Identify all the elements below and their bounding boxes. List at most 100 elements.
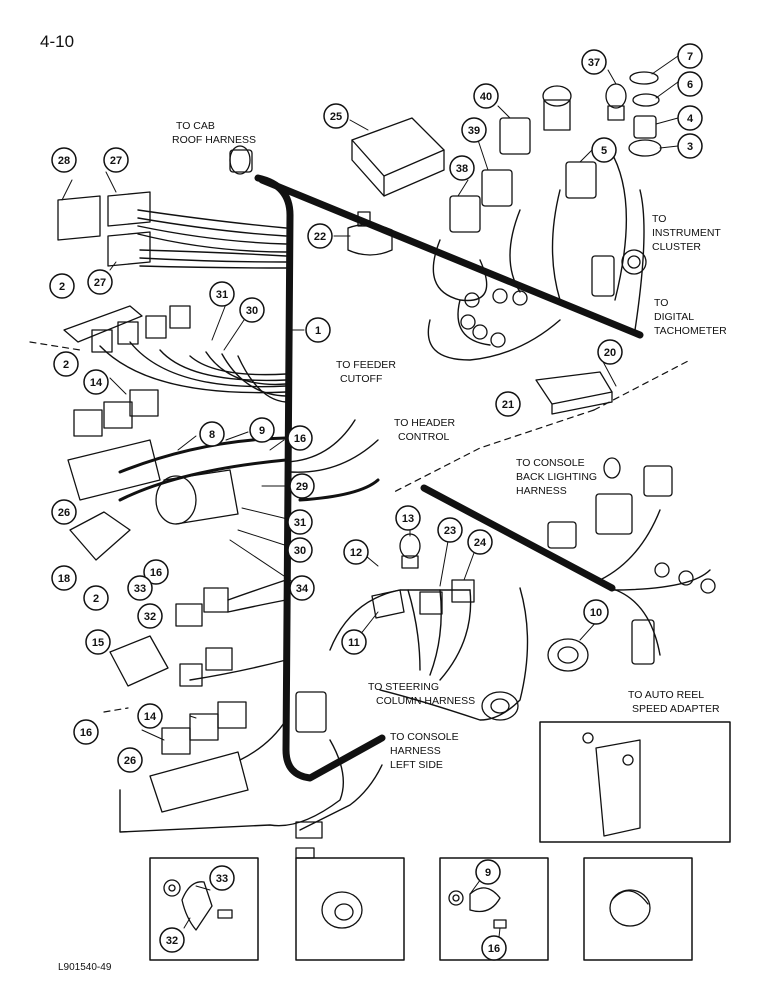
bracket-28: [57, 195, 101, 241]
svg-text:32: 32: [144, 611, 156, 623]
branch-wires: [99, 149, 711, 833]
svg-text:16: 16: [488, 943, 500, 955]
callout-23: 23: [437, 517, 463, 543]
svg-text:26: 26: [124, 755, 136, 767]
grommets-row: [460, 288, 528, 348]
upper-harness-trunk: [258, 176, 644, 339]
inset-grommet-a: [295, 857, 405, 961]
callout-leaders: [61, 55, 679, 947]
svg-text:18: 18: [58, 573, 70, 585]
callout-28: 28: [51, 147, 77, 173]
label-feeder-1: TO FEEDER: [336, 359, 396, 371]
svg-text:12: 12: [350, 547, 362, 559]
callout-13: 13: [395, 505, 421, 531]
callout-24: 24: [467, 529, 493, 555]
callout-37: 37: [581, 49, 607, 75]
callout-15: 15: [85, 629, 111, 655]
relay-sockets-26-bottom: [149, 751, 249, 813]
inset-details: [163, 732, 651, 931]
callout-40: 40: [473, 83, 499, 109]
connectors-mid-left: [175, 587, 233, 687]
pilot-lamp-37: [605, 83, 627, 121]
callout-30-mid: 30: [287, 537, 313, 563]
callout-32-mid: 32: [137, 603, 163, 629]
knob-bottom: [481, 691, 519, 721]
label-console-back-1: TO CONSOLE: [516, 457, 585, 469]
callout-4: 4: [677, 105, 703, 131]
solenoid-assembly: [155, 469, 239, 525]
console-components: [547, 457, 716, 665]
svg-text:9: 9: [485, 867, 491, 879]
svg-text:2: 2: [93, 593, 99, 605]
label-instrument-3: CLUSTER: [652, 241, 701, 253]
rocker-switches: [449, 85, 597, 233]
svg-text:31: 31: [216, 289, 228, 301]
svg-text:1: 1: [315, 325, 321, 337]
label-header-2: CONTROL: [398, 431, 449, 443]
fuse-block-25: [351, 117, 445, 197]
callout-8: 8: [199, 421, 225, 447]
svg-text:37: 37: [588, 57, 600, 69]
svg-text:9: 9: [259, 425, 265, 437]
svg-text:28: 28: [58, 155, 70, 167]
callout-1: 1: [305, 317, 331, 343]
label-cab-roof-2: ROOF HARNESS: [172, 134, 256, 146]
connectors-27: [107, 191, 151, 267]
label-console-left-3: LEFT SIDE: [390, 759, 443, 771]
label-auto-reel-1: TO AUTO REEL: [628, 689, 704, 701]
callout-21: 21: [495, 391, 521, 417]
label-instrument-1: TO: [652, 213, 666, 225]
svg-text:2: 2: [63, 359, 69, 371]
svg-text:14: 14: [144, 711, 157, 723]
label-console-back-2: BACK LIGHTING: [516, 471, 597, 483]
svg-text:10: 10: [590, 607, 602, 619]
svg-text:22: 22: [314, 231, 326, 243]
svg-text:15: 15: [92, 637, 104, 649]
callout-12: 12: [343, 539, 369, 565]
svg-text:16: 16: [80, 727, 92, 739]
callout-2-bottom: 2: [83, 585, 109, 611]
svg-text:8: 8: [209, 429, 215, 441]
svg-text:27: 27: [94, 277, 106, 289]
label-auto-reel-2: SPEED ADAPTER: [632, 703, 720, 715]
svg-text:11: 11: [348, 637, 360, 649]
connector-bottom-left: [295, 821, 323, 859]
callout-6: 6: [677, 71, 703, 97]
dashed-leader-lines: [29, 341, 691, 713]
callout-27-bottom: 27: [87, 269, 113, 295]
callout-25: 25: [323, 103, 349, 129]
inset-grommet-b: [583, 857, 693, 961]
page-number: 4-10: [40, 32, 75, 51]
svg-text:2: 2: [59, 281, 65, 293]
svg-text:30: 30: [294, 545, 306, 557]
callout-14-top: 14: [83, 369, 109, 395]
svg-text:33: 33: [134, 583, 146, 595]
svg-text:13: 13: [402, 513, 414, 525]
relay-sockets-26-top: [67, 439, 161, 501]
callout-34: 34: [289, 575, 315, 601]
callout-20: 20: [597, 339, 623, 365]
svg-text:31: 31: [294, 517, 306, 529]
callout-16-mid: 16: [143, 559, 169, 585]
callout-33-inset: 33: [209, 865, 235, 891]
callout-3: 3: [677, 133, 703, 159]
label-steering-2: COLUMN HARNESS: [376, 695, 475, 707]
callout-7: 7: [677, 43, 703, 69]
callout-10: 10: [583, 599, 609, 625]
label-tach-1: TO: [654, 297, 668, 309]
label-cab-roof-1: TO CAB: [176, 120, 215, 132]
callout-26-top: 26: [51, 499, 77, 525]
callout-33-mid: 33: [127, 575, 153, 601]
callout-22: 22: [307, 223, 333, 249]
svg-text:21: 21: [502, 399, 514, 411]
document-code: L901540-49: [58, 962, 112, 973]
callout-27-top: 27: [103, 147, 129, 173]
relay-panel-top: [63, 305, 191, 353]
svg-text:32: 32: [166, 935, 178, 947]
ignition-switch-group: [628, 71, 662, 157]
svg-text:39: 39: [468, 125, 480, 137]
callout-16-inset: 16: [481, 935, 507, 961]
callout-9-inset: 9: [475, 859, 501, 885]
annotation-labels: TO CAB ROOF HARNESS TO INSTRUMENT CLUSTE…: [172, 120, 727, 771]
callout-18: 18: [51, 565, 77, 591]
